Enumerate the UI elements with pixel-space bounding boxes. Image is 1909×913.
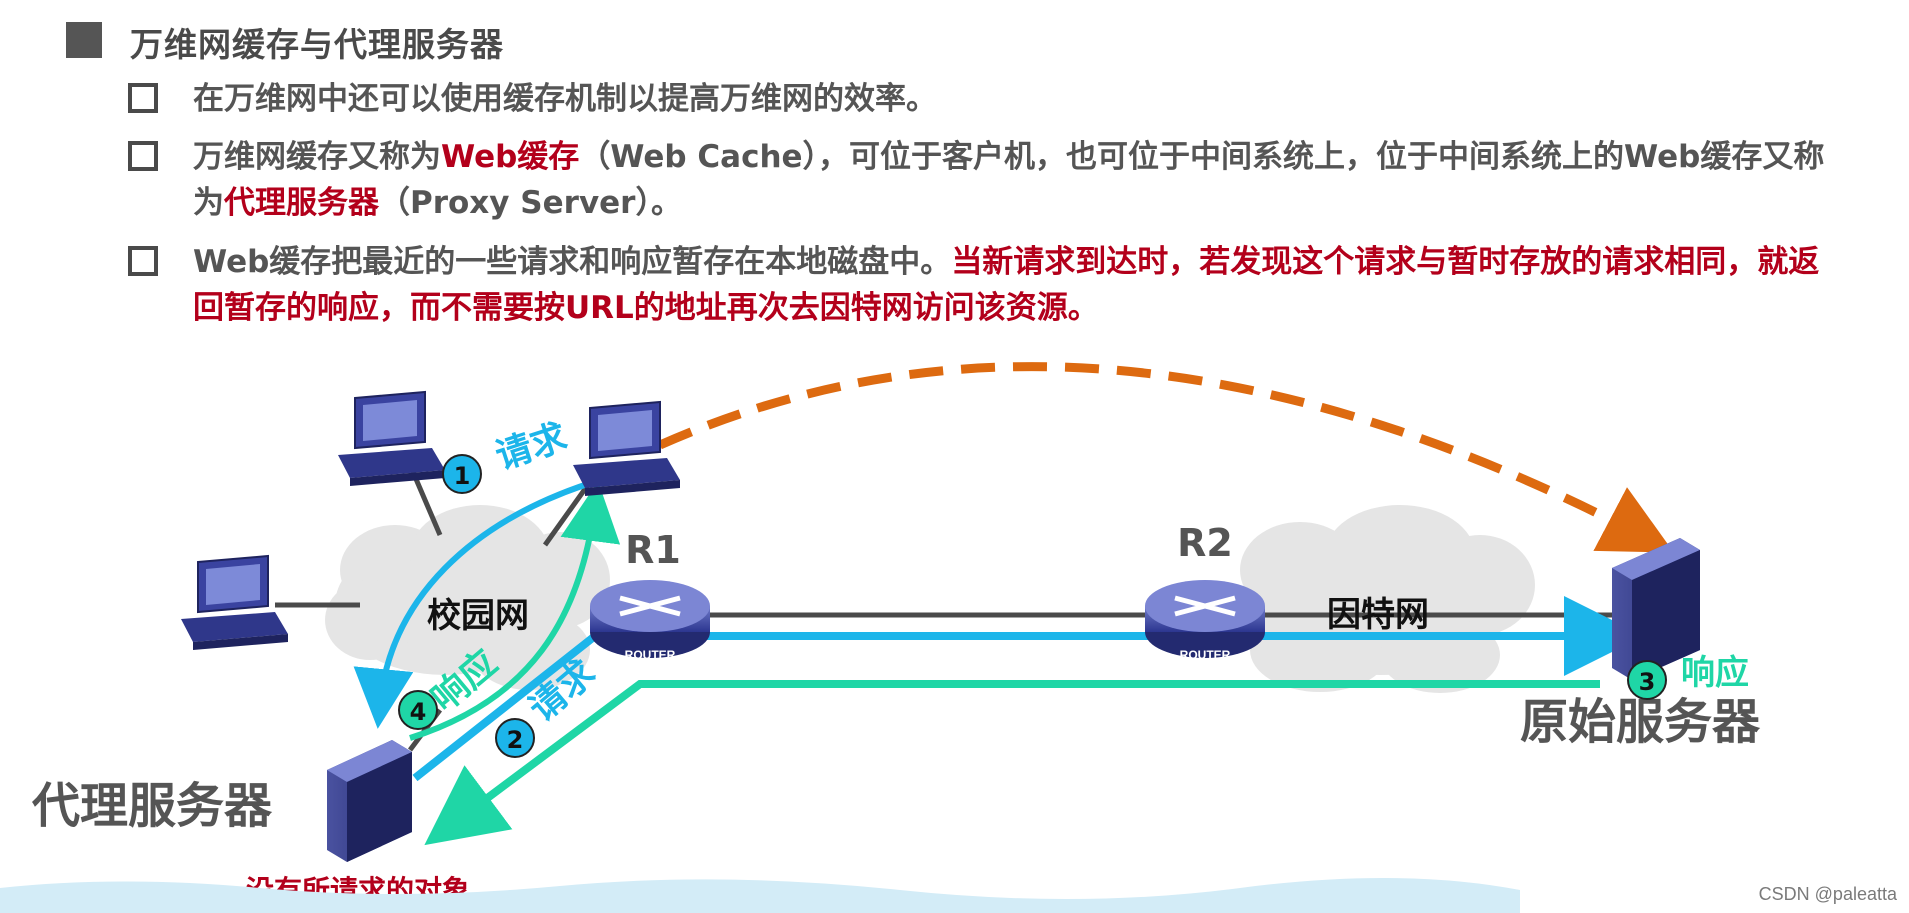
step-3-response-arrow xyxy=(424,680,1600,846)
step-3-label: 响应 xyxy=(1681,653,1749,693)
bullet-3-highlight: 当新请求到达时，若发现这个请求与暂时存放的请求相同，就返回暂存的响应，而不需要按… xyxy=(193,244,1820,326)
client-pc-icon xyxy=(338,390,445,486)
campus-network-label: 校园网 xyxy=(427,596,529,636)
step-3-number: 3 xyxy=(1639,668,1656,696)
step-4-number: 4 xyxy=(410,698,427,726)
step-1-number: 1 xyxy=(454,462,471,490)
bullet-1: 在万维网中还可以使用缓存机制以提高万维网的效率。 xyxy=(193,76,1833,122)
client-pc-icon xyxy=(573,400,680,496)
router-r2-caption: ROUTER xyxy=(1180,648,1231,662)
slide-heading: 万维网缓存与代理服务器 xyxy=(130,25,504,64)
bullet-3: Web缓存把最近的一些请求和响应暂存在本地磁盘中。当新请求到达时，若发现这个请求… xyxy=(193,239,1833,331)
origin-server-label: 原始服务器 xyxy=(1520,694,1761,750)
step-2-number: 2 xyxy=(507,726,524,754)
bottom-decorative-wave xyxy=(0,877,1520,913)
router-r1-icon: ROUTER xyxy=(590,580,710,662)
watermark: CSDN @paleatta xyxy=(1758,884,1897,904)
proxy-server-label: 代理服务器 xyxy=(31,778,273,834)
router-r1-label: R1 xyxy=(625,528,681,572)
bullet-2-text-b: （Web Cache），可位于客户机，也可位于中间系统上，位于中间系统上的Web… xyxy=(193,139,1825,221)
origin-server-icon xyxy=(1612,538,1700,680)
direct-path-dashed-arrow xyxy=(658,362,1674,553)
router-r1-caption: ROUTER xyxy=(625,648,676,662)
bullet-2-text-a: 万维网缓存又称为 xyxy=(193,139,441,175)
bullet-2-term-proxy-server: 代理服务器 xyxy=(224,185,379,221)
step-1-label: 请求 xyxy=(491,416,572,477)
internet-label: 因特网 xyxy=(1327,595,1429,635)
step-1-badge xyxy=(442,454,482,494)
step-3-badge xyxy=(1627,660,1667,700)
bullet-2: 万维网缓存又称为Web缓存（Web Cache），可位于客户机，也可位于中间系统… xyxy=(193,134,1833,226)
router-r2-label: R2 xyxy=(1177,521,1233,565)
step-1-request-arrow xyxy=(353,477,601,729)
client-pc-icon xyxy=(181,554,288,650)
step-4-response-arrow xyxy=(409,481,621,741)
bullet-checkbox-icon xyxy=(128,246,158,276)
bullet-2-text-c: （Proxy Server）。 xyxy=(379,185,682,221)
bullet-checkbox-icon xyxy=(128,141,158,171)
router-r2-icon: ROUTER xyxy=(1145,580,1265,662)
bullet-2-term-web-cache: Web缓存 xyxy=(441,139,580,175)
proxy-server-icon xyxy=(327,740,412,862)
bullet-1-text: 在万维网中还可以使用缓存机制以提高万维网的效率。 xyxy=(193,81,937,117)
bullet-checkbox-icon xyxy=(128,83,158,113)
heading-bullet-square xyxy=(66,22,102,58)
step-4-badge xyxy=(398,690,438,730)
bullet-3-text-a: Web缓存把最近的一些请求和响应暂存在本地磁盘中。 xyxy=(193,244,952,280)
step-2-badge xyxy=(495,718,535,758)
